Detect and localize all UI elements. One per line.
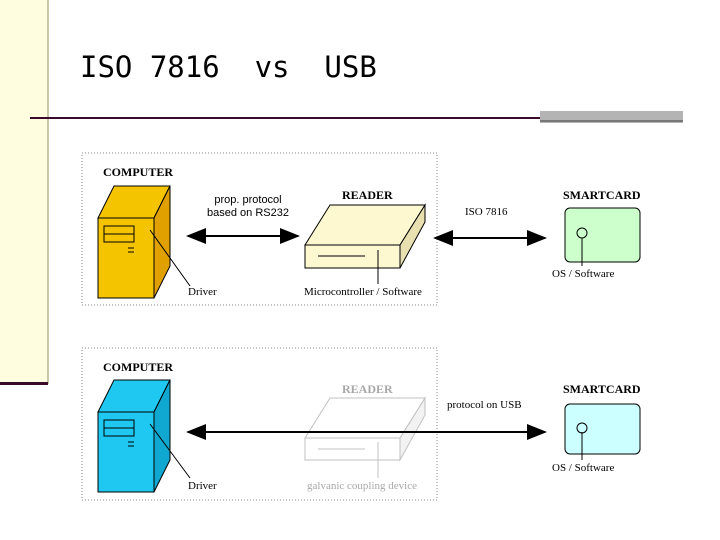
top-reader-icon (304, 203, 426, 269)
bottom-smartcard-label: SMARTCARD (563, 382, 641, 396)
top-smartcard-icon (564, 207, 641, 263)
bottom-card-sub-label: OS / Software (552, 462, 615, 474)
bottom-frame (81, 347, 438, 501)
top-reader-label: READER (342, 188, 393, 202)
top-computer-label: COMPUTER (103, 165, 173, 179)
top-frame (81, 152, 438, 306)
bottom-reader-icon (304, 396, 426, 462)
top-driver-leader (149, 229, 191, 287)
bottom-protocol-label: protocol on USB (447, 399, 522, 411)
title-rule (30, 117, 540, 119)
bottom-computer-label: COMPUTER (103, 360, 173, 374)
top-reader-sub-label: Microcontroller / Software (304, 286, 422, 298)
bottom-driver-leader (149, 423, 191, 479)
bottom-reader-sub-label: galvanic coupling device (307, 480, 417, 492)
top-card-sub-label: OS / Software (552, 268, 615, 280)
bottom-smartcard-icon (564, 403, 641, 455)
slide-sidebar (0, 0, 49, 384)
top-protocol-label-line2: based on RS232 (207, 207, 289, 219)
bottom-computer-tower-icon (97, 379, 171, 493)
slide-title: ISO 7816 vs USB (80, 50, 377, 84)
top-iso-label: ISO 7816 (465, 206, 508, 218)
top-protocol-label-line1: prop. protocol (214, 194, 282, 206)
sidebar-divider (0, 382, 48, 385)
top-smartcard-label: SMARTCARD (563, 188, 641, 202)
bottom-driver-label: Driver (188, 480, 217, 492)
bottom-reader-label: READER (342, 382, 393, 396)
title-rule-accent-line (540, 120, 683, 122)
top-driver-label: Driver (188, 286, 217, 298)
top-computer-tower-icon (97, 185, 171, 299)
